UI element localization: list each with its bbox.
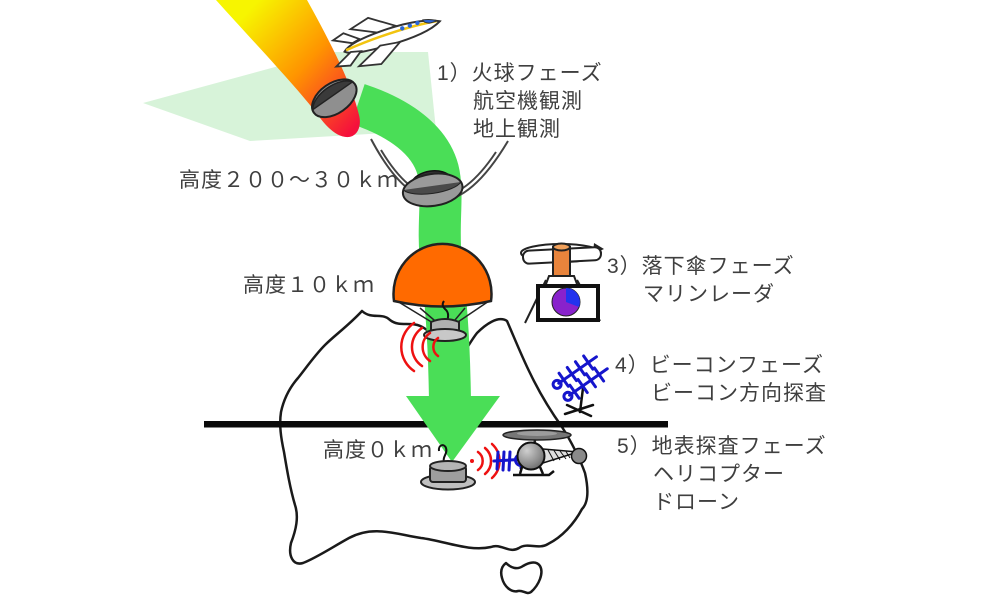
yagi-antenna-icon [551,354,609,418]
helicopter-icon [502,429,588,477]
phase-3-parachute: 3）落下傘フェーズ マリンレーダ [607,253,795,309]
fireball-icon [216,0,360,138]
phase-4-beacon: 4）ビーコンフェーズ ビーコン方向探査 [615,352,827,408]
altitude-label-entry: 高度２００～３０ｋｍ [179,169,399,192]
radio-wave-icon [400,321,440,373]
phase-5-surface-search: 5）地表探査フェーズ ヘリコプター ドローン [617,433,827,517]
altitude-label-ground: 高度０ｋｍ [323,439,433,462]
tasmania [499,561,543,595]
phase-5-title: 5）地表探査フェーズ [617,435,827,458]
parachute-capsule-antenna [441,300,450,322]
phase-4-line-1: ビーコン方向探査 [651,382,827,405]
parachute-icon [392,242,493,373]
phase-4-title: 4）ビーコンフェーズ [615,354,824,377]
capsule-in-fireball [311,78,358,119]
altitude-label-parachute: 高度１０ｋｍ [243,274,375,297]
phase-1-line-2: 地上観測 [473,118,561,141]
phase-1-line-1: 航空機観測 [473,90,583,113]
phase-3-line-1: マリンレーダ [643,283,775,306]
airplane-icon [330,16,442,68]
phase-3-title: 3）落下傘フェーズ [607,255,795,278]
marine-radar-icon [520,242,604,324]
capsule-icon [370,138,509,208]
phase-1-title: 1）火球フェーズ [437,62,603,85]
phase-5-line-1: ヘリコプター [653,463,785,486]
landed-capsule-icon [420,442,501,491]
phase-1-fireball: 1）火球フェーズ 航空機観測 地上観測 [437,60,603,144]
phase-5-line-2: ドローン [653,491,740,514]
trajectory-arrowhead [406,396,500,462]
